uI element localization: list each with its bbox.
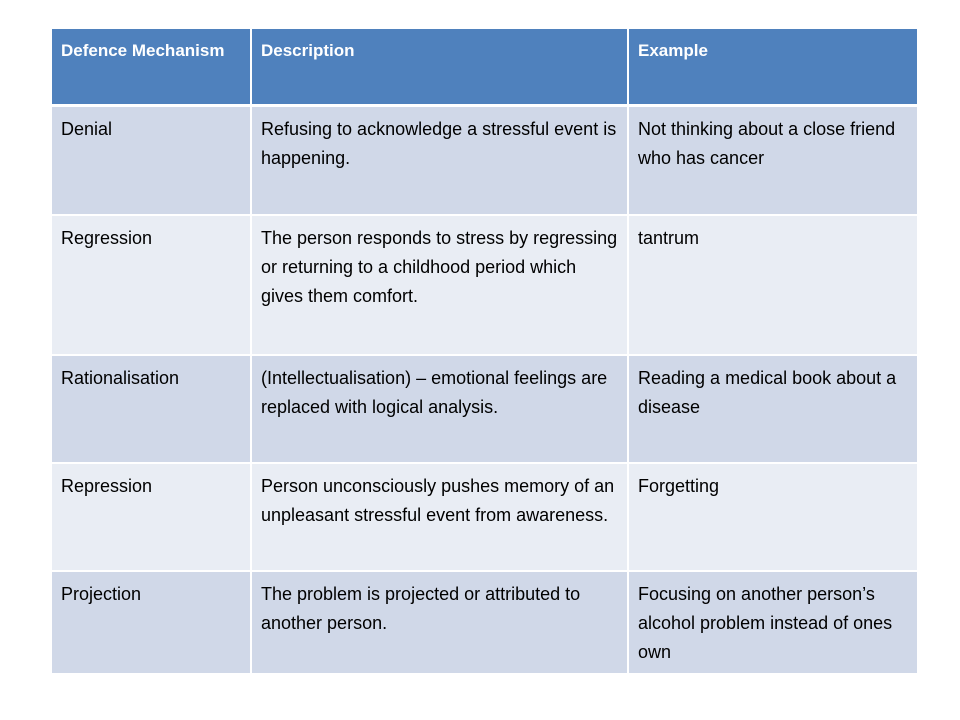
cell-description: The person responds to stress by regress… [251, 215, 629, 356]
cell-example: Not thinking about a close friend who ha… [628, 105, 917, 216]
table-row: Projection The problem is projected or a… [52, 571, 917, 675]
table-header: Defence Mechanism Description Example [52, 29, 917, 107]
table-row: Rationalisation (Intellectualisation) – … [52, 355, 917, 464]
defence-mechanisms-table: Defence Mechanism Description Example De… [52, 29, 917, 675]
header-description: Description [251, 29, 629, 107]
cell-mechanism: Denial [52, 105, 252, 216]
table-row: Denial Refusing to acknowledge a stressf… [52, 105, 917, 216]
cell-description: The problem is projected or attributed t… [251, 571, 629, 675]
table-row: Repression Person unconsciously pushes m… [52, 463, 917, 572]
header-mechanism: Defence Mechanism [52, 29, 252, 107]
table-body: Denial Refusing to acknowledge a stressf… [52, 105, 917, 675]
cell-mechanism: Regression [52, 215, 252, 356]
cell-description: (Intellectualisation) – emotional feelin… [251, 355, 629, 464]
cell-description: Refusing to acknowledge a stressful even… [251, 105, 629, 216]
table-row: Regression The person responds to stress… [52, 215, 917, 356]
cell-description: Person unconsciously pushes memory of an… [251, 463, 629, 572]
cell-mechanism: Rationalisation [52, 355, 252, 464]
cell-mechanism: Repression [52, 463, 252, 572]
cell-example: tantrum [628, 215, 917, 356]
cell-example: Forgetting [628, 463, 917, 572]
header-example: Example [628, 29, 917, 107]
cell-example: Focusing on another person’s alcohol pro… [628, 571, 917, 675]
cell-example: Reading a medical book about a disease [628, 355, 917, 464]
header-row: Defence Mechanism Description Example [52, 29, 917, 107]
cell-mechanism: Projection [52, 571, 252, 675]
